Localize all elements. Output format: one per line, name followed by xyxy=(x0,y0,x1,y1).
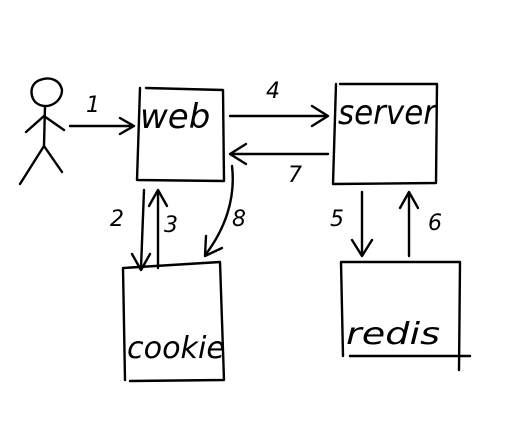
cookie-box xyxy=(121,260,226,383)
arrow-step-4: 4 xyxy=(228,79,330,128)
step-4-label: 4 xyxy=(266,79,280,104)
arrow-step-5: 5 xyxy=(330,190,374,258)
server-node: server xyxy=(331,82,439,186)
arrow-step-8: 8 xyxy=(203,164,246,258)
step-5-label: 5 xyxy=(330,207,344,232)
step-7-label: 7 xyxy=(288,163,302,188)
arrow-step-6: 6 xyxy=(398,190,442,258)
web-box xyxy=(135,86,226,183)
arrow-step-2: 2 xyxy=(110,188,152,272)
arrow-step-3: 3 xyxy=(147,188,178,270)
redis-node: redis xyxy=(339,260,472,372)
step-2-label: 2 xyxy=(110,207,124,232)
arrow-step-1: 1 xyxy=(68,93,136,136)
server-box xyxy=(331,82,439,186)
step-3-label: 3 xyxy=(164,213,178,238)
cookie-label: cookie xyxy=(127,331,225,366)
step-1-label: 1 xyxy=(86,93,100,118)
step-6-label: 6 xyxy=(428,211,442,236)
arrow-step-7: 7 xyxy=(228,142,330,188)
user-figure-icon xyxy=(18,77,66,186)
redis-box xyxy=(339,260,462,372)
web-node: web xyxy=(135,86,226,183)
redis-label: redis xyxy=(346,317,440,352)
step-8-label: 8 xyxy=(232,207,246,232)
server-label: server xyxy=(338,93,438,133)
web-label: web xyxy=(140,97,210,137)
cookie-node: cookie xyxy=(121,260,226,383)
